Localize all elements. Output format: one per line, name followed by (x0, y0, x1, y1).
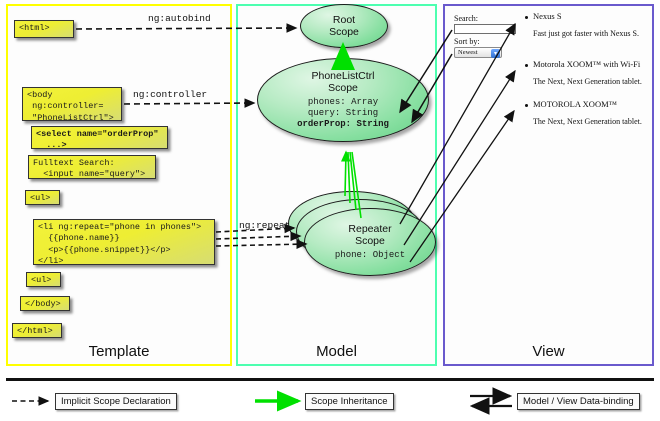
phone-bullet (525, 64, 528, 67)
column-label-view: View (532, 343, 565, 360)
chevron-down-icon: ▾ (491, 49, 500, 58)
phone-snippet: The Next, Next Generation tablet. (533, 77, 642, 86)
root-scope-title: Root Scope (329, 13, 359, 38)
column-template: Template (6, 4, 232, 366)
phone-bullet (525, 16, 528, 19)
legend-divider (6, 378, 654, 381)
phonelistctrl-scope-ellipse: PhoneListCtrl Scope phones: Array query:… (257, 58, 429, 142)
fulltext-search-box: Fulltext Search: <input name="query"> (28, 155, 156, 179)
select-orderprop-box: <select name="orderProp" ...> (31, 126, 168, 150)
root-scope-ellipse: Root Scope (300, 4, 388, 48)
html-open-box: <html> (14, 20, 74, 38)
html-close-box: </html> (12, 323, 62, 338)
phone-name[interactable]: Motorola XOOM™ with Wi-Fi (533, 59, 641, 69)
sort-select[interactable]: Newest ▾ (454, 47, 502, 58)
body-controller-box: <body ng:controller= "PhoneListCtrl"> (22, 87, 122, 123)
phone-snippet: Fast just got faster with Nexus S. (533, 29, 639, 38)
phonelistctrl-scope-orderprop: orderProp: String (297, 118, 389, 129)
phone-name[interactable]: Nexus S (533, 11, 562, 21)
legend-icon-double-arrow (469, 387, 513, 415)
ul-close-box: <ul> (26, 272, 61, 287)
li-ngrepeat-box: <li ng:repeat="phone in phones"> {{phone… (33, 219, 215, 266)
ul-open-box: <ul> (25, 190, 60, 205)
sort-label: Sort by: (454, 37, 480, 46)
phonelistctrl-scope-title: PhoneListCtrl Scope (311, 70, 375, 95)
legend-scope-inheritance: Scope Inheritance (305, 393, 394, 410)
legend-implicit-scope: Implicit Scope Declaration (55, 393, 177, 410)
column-label-model: Model (316, 343, 357, 360)
label-ng-autobind: ng:autobind (148, 13, 211, 24)
phone-bullet (525, 104, 528, 107)
repeater-scope-props: phone: Object (334, 250, 406, 261)
legend-data-binding: Model / View Data-binding (517, 393, 640, 410)
body-close-box: </body> (20, 296, 70, 311)
label-ng-controller: ng:controller (133, 89, 208, 100)
phone-snippet: The Next, Next Generation tablet. (533, 117, 642, 126)
label-ng-repeat: ng:repeat (239, 220, 291, 231)
phone-name[interactable]: MOTOROLA XOOM™ (533, 99, 617, 109)
column-label-template: Template (88, 343, 150, 360)
repeater-scope-ellipse: Repeater Scope phone: Object (304, 208, 436, 276)
sort-select-value: Newest (458, 49, 478, 56)
phonelistctrl-scope-props: phones: Array query: String (307, 97, 379, 119)
repeater-scope-title: Repeater Scope (348, 223, 392, 248)
search-input[interactable] (454, 24, 516, 34)
search-label: Search: (454, 14, 478, 23)
